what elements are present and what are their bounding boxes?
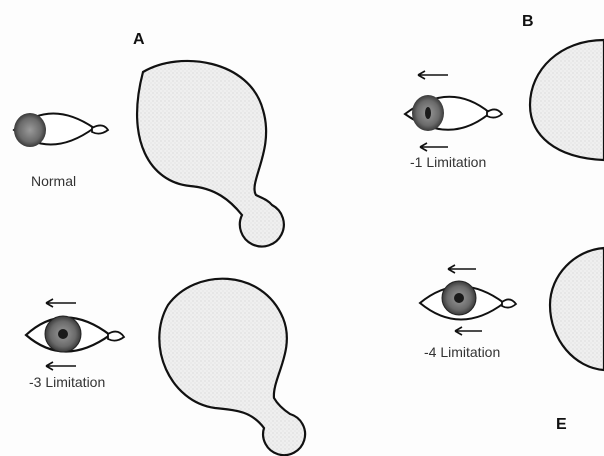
caruncle bbox=[107, 330, 126, 342]
arrow-left-icon bbox=[45, 361, 76, 371]
panel-label-a: A bbox=[133, 31, 145, 48]
arrow-left-icon bbox=[419, 142, 448, 152]
arrow-left-icon bbox=[454, 326, 482, 336]
iris bbox=[14, 113, 46, 147]
caruncle bbox=[91, 124, 110, 135]
bulb-shape-minus3 bbox=[158, 277, 307, 456]
caption-minus1: -1 Limitation bbox=[410, 154, 487, 170]
bulb-shape-normal bbox=[135, 59, 285, 248]
caruncle bbox=[486, 108, 504, 119]
caption-minus3: -3 Limitation bbox=[29, 374, 106, 390]
caption-minus4: -4 Limitation bbox=[424, 344, 501, 360]
eye-minus4 bbox=[418, 264, 518, 336]
eye-normal bbox=[12, 112, 110, 147]
pupil bbox=[454, 293, 464, 303]
arrow-left-icon bbox=[417, 70, 448, 80]
pupil bbox=[58, 329, 68, 339]
arrow-left-icon bbox=[447, 264, 476, 274]
caption-normal: Normal bbox=[31, 173, 77, 189]
caruncle bbox=[501, 298, 518, 309]
eye-minus1 bbox=[403, 70, 504, 152]
eye-minus3 bbox=[24, 298, 126, 371]
bulb-shape-minus4 bbox=[548, 246, 604, 372]
bulb-shape-minus1 bbox=[528, 38, 604, 162]
arrow-left-icon bbox=[45, 298, 76, 308]
panel-label-b: B bbox=[522, 13, 534, 30]
pupil bbox=[425, 107, 431, 119]
panel-label-e: E bbox=[556, 416, 567, 433]
